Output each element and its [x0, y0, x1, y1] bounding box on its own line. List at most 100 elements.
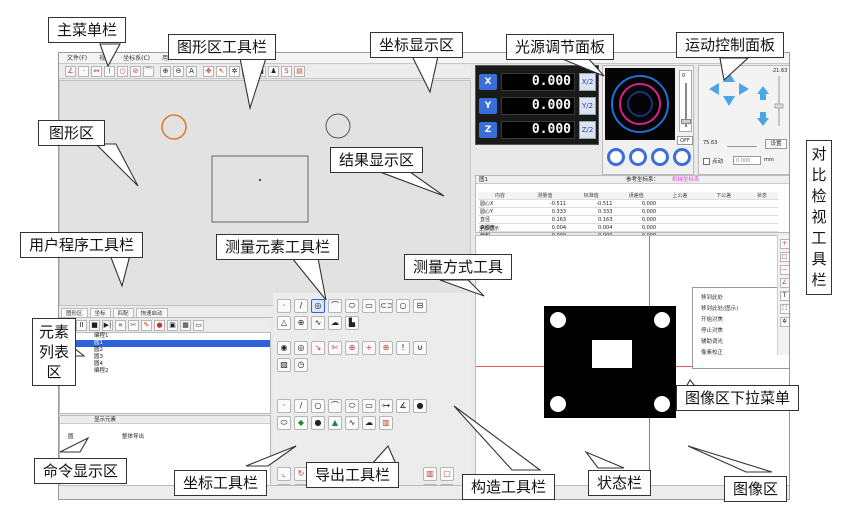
- picture-icon[interactable]: ▨: [277, 358, 291, 372]
- compare-text-icon[interactable]: T: [779, 291, 789, 301]
- record-icon[interactable]: ●: [154, 319, 165, 331]
- pin-icon[interactable]: !: [396, 341, 410, 355]
- c-circle-icon[interactable]: ○: [311, 399, 325, 413]
- c-ellipse-icon[interactable]: ⬭: [345, 399, 359, 413]
- list-item[interactable]: 圆2: [94, 347, 103, 353]
- person-tool-icon[interactable]: ♟: [268, 66, 279, 77]
- stop-icon[interactable]: ■: [89, 319, 100, 331]
- list-item[interactable]: 圆4: [94, 361, 103, 367]
- coaxial-light-icon[interactable]: [629, 148, 647, 166]
- chart-icon[interactable]: ▙: [345, 316, 359, 330]
- color-bars-icon[interactable]: ▥: [423, 467, 437, 481]
- edge-icon[interactable]: ↘: [311, 341, 325, 355]
- point-tool-icon[interactable]: ·: [78, 66, 89, 77]
- segment-light-icon[interactable]: [651, 148, 669, 166]
- show-all-button[interactable]: 全部显示: [479, 226, 500, 232]
- slot-icon[interactable]: ⊂⊃: [379, 299, 393, 313]
- origin-icon[interactable]: ⌞: [277, 467, 291, 481]
- tab-quick-start[interactable]: 快速启动: [135, 308, 168, 317]
- menu-coordinate[interactable]: 坐标系(C): [123, 55, 151, 62]
- c-cloud-icon[interactable]: ☁: [362, 416, 376, 430]
- camera-icon[interactable]: ▣: [167, 319, 178, 331]
- edit-icon[interactable]: ✎: [141, 319, 152, 331]
- speed-hslider[interactable]: [727, 146, 757, 147]
- z-half-button[interactable]: Z/2: [579, 121, 596, 139]
- target-icon[interactable]: ◎: [294, 341, 308, 355]
- c-line-icon[interactable]: /: [294, 399, 308, 413]
- ctx-move-here[interactable]: 移到此处: [701, 295, 724, 301]
- jog-checkbox[interactable]: [703, 158, 710, 165]
- ctx-assist-light[interactable]: 辅助调光: [701, 339, 724, 345]
- c-angle-icon[interactable]: ∡: [396, 399, 410, 413]
- list-item[interactable]: 编程2: [94, 368, 109, 374]
- compare-cross-icon[interactable]: +: [779, 239, 789, 249]
- line-icon[interactable]: /: [294, 299, 308, 313]
- ctx-move-here-graphic[interactable]: 移到此处(图示): [701, 306, 739, 312]
- c-rect-icon[interactable]: ▭: [362, 399, 376, 413]
- text-tool-icon[interactable]: A: [186, 66, 197, 77]
- compare-angle-icon[interactable]: ∠: [779, 278, 789, 288]
- compare-settings-icon[interactable]: ✲: [779, 317, 789, 327]
- triangle-icon[interactable]: △: [277, 316, 291, 330]
- arc-icon[interactable]: ⌒: [328, 299, 342, 313]
- y-half-button[interactable]: Y/2: [579, 97, 596, 115]
- angle-tool-icon[interactable]: ∠: [65, 66, 76, 77]
- x-half-button[interactable]: X/2: [579, 73, 596, 91]
- ring-light-icon[interactable]: [607, 148, 625, 166]
- frame-icon[interactable]: ▢: [440, 467, 454, 481]
- c-ring-icon[interactable]: ●: [413, 399, 427, 413]
- window-icon[interactable]: ▭: [193, 319, 204, 331]
- no-tool-icon[interactable]: ⊘: [130, 66, 141, 77]
- cut-icon[interactable]: ✂: [128, 319, 139, 331]
- ctx-start-focus[interactable]: 开始对焦: [701, 317, 724, 323]
- fill-tool-icon[interactable]: ■: [255, 66, 266, 77]
- image-area[interactable]: 移到此处 移到此处(图示) 开始对焦 停止对焦 辅助调光 像素校正: [475, 235, 789, 499]
- ctx-stop-focus[interactable]: 停止对焦: [701, 328, 724, 334]
- tab-match[interactable]: 匹配: [112, 308, 134, 317]
- list-item[interactable]: 编程1: [94, 333, 109, 339]
- magnify-icon[interactable]: ⊕: [345, 341, 359, 355]
- result-tab[interactable]: 图1: [479, 177, 488, 183]
- select-tool-icon[interactable]: ↖: [216, 66, 227, 77]
- cloud-icon[interactable]: ☁: [328, 316, 342, 330]
- bottom-light-icon[interactable]: [673, 148, 691, 166]
- settings-tool-icon[interactable]: ✲: [229, 66, 240, 77]
- pan-tool-icon[interactable]: ✥: [203, 66, 214, 77]
- scissor-icon[interactable]: ✄: [328, 341, 342, 355]
- light-ring-view[interactable]: [605, 68, 675, 140]
- c-slot-icon[interactable]: ⬭: [277, 416, 291, 430]
- crosshair-icon[interactable]: ⊕: [379, 341, 393, 355]
- zoom-in-icon[interactable]: ⊕: [160, 66, 171, 77]
- menu-view[interactable]: 视图: [99, 55, 112, 62]
- c-disc-icon[interactable]: ●: [311, 416, 325, 430]
- c-plane-icon[interactable]: ◆: [294, 416, 308, 430]
- light-intensity-slider[interactable]: 0: [679, 70, 692, 132]
- arc-tool-icon[interactable]: ⌒: [143, 66, 154, 77]
- c-arc-icon[interactable]: ⌒: [328, 399, 342, 413]
- grid-view-icon[interactable]: ▦: [180, 319, 191, 331]
- light-off-button[interactable]: OFF: [677, 136, 693, 145]
- list-item[interactable]: 圆1: [60, 340, 270, 347]
- ellipse-icon[interactable]: ⬭: [345, 299, 359, 313]
- curve-icon[interactable]: ∿: [311, 316, 325, 330]
- c-curve-icon[interactable]: ∿: [345, 416, 359, 430]
- fast-forward-icon[interactable]: »: [115, 319, 126, 331]
- tab-coordinate[interactable]: 坐标: [89, 308, 111, 317]
- export-tool-icon[interactable]: S: [281, 66, 292, 77]
- compare-rect-icon[interactable]: □: [779, 252, 789, 262]
- grid-tool-icon[interactable]: ▦: [242, 66, 253, 77]
- step-icon[interactable]: ▶|: [102, 319, 113, 331]
- cart-icon[interactable]: ⊍: [413, 341, 427, 355]
- compare-line-icon[interactable]: —: [779, 265, 789, 275]
- ctx-pixel-calibration[interactable]: 像素校正: [701, 350, 724, 356]
- c-point-icon[interactable]: ·: [277, 399, 291, 413]
- vdistance-tool-icon[interactable]: I: [104, 66, 115, 77]
- menu-file[interactable]: 文件(F): [67, 55, 88, 62]
- hdistance-tool-icon[interactable]: ↔: [91, 66, 102, 77]
- c-tri-icon[interactable]: ▲: [328, 416, 342, 430]
- compare-fit-icon[interactable]: ⛶: [779, 304, 789, 314]
